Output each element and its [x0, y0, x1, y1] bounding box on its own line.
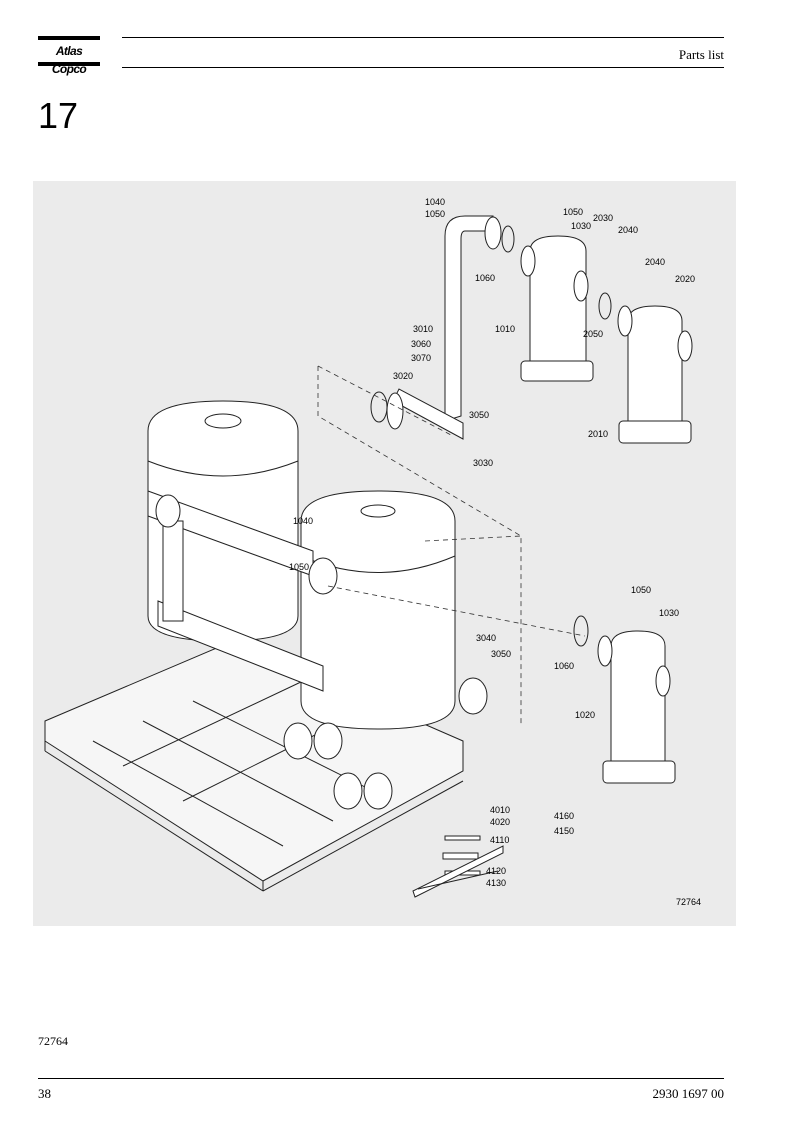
header-rule-bottom	[122, 67, 724, 68]
figure-id-label: 72764	[676, 897, 701, 907]
callout: 1040	[425, 197, 445, 207]
exploded-parts-drawing: 1040 1050 1060 1050 1030 2030 2040 2040 …	[33, 181, 736, 926]
page-number: 38	[38, 1086, 51, 1101]
callout: 4010	[490, 805, 510, 815]
callout: 3060	[411, 339, 431, 349]
callout: 3070	[411, 353, 431, 363]
callout: 2020	[675, 274, 695, 284]
callout: 4160	[554, 811, 574, 821]
callout: 3020	[393, 371, 413, 381]
callout: 4110	[490, 835, 509, 845]
callout: 1060	[554, 661, 574, 671]
vessel-front	[300, 490, 456, 730]
callout: 1030	[659, 608, 679, 618]
filter-1020	[610, 630, 666, 762]
callout: 2030	[593, 213, 613, 223]
pipe-mid	[162, 520, 184, 622]
drawing-svg: 1040 1050 1060 1050 1030 2030 2040 2040 …	[44, 197, 701, 907]
callout: 3040	[476, 633, 496, 643]
filter-2010	[627, 305, 683, 422]
document-number: 2930 1697 00	[652, 1086, 725, 1101]
callout: 2050	[583, 329, 603, 339]
callout: 1030	[571, 221, 591, 231]
callout: 1010	[495, 324, 515, 334]
section-title: Parts list	[678, 47, 724, 62]
callout: 4150	[554, 826, 574, 836]
callout: 3030	[473, 458, 493, 468]
callout: 1050	[631, 585, 651, 595]
callout: 2040	[618, 225, 638, 235]
callout: 3050	[469, 410, 489, 420]
filter-1010	[529, 235, 587, 362]
callout: 2010	[588, 429, 608, 439]
callout: 1060	[475, 273, 495, 283]
callout: 2040	[645, 257, 665, 267]
callout: 3010	[413, 324, 433, 334]
drawing-id: 72764	[38, 1034, 68, 1048]
section-number: 17	[38, 95, 79, 136]
footer-rule	[38, 1078, 724, 1079]
callout: 1050	[289, 562, 309, 572]
logo-text: Atlas Copco	[51, 44, 87, 76]
callout: 1020	[575, 710, 595, 720]
callout: 1050	[425, 209, 445, 219]
callout: 1050	[563, 207, 583, 217]
pipe-3010	[444, 215, 494, 422]
logo-bar-bottom	[38, 62, 100, 66]
logo-bar-top	[38, 36, 100, 40]
callout: 4120	[486, 866, 506, 876]
callout: 4130	[486, 878, 506, 888]
callout: 4020	[490, 817, 510, 827]
callout: 3050	[491, 649, 511, 659]
header-rule-top	[122, 37, 724, 38]
atlas-copco-logo: Atlas Copco	[38, 36, 100, 76]
callout: 1040	[293, 516, 313, 526]
pipe-lower	[157, 600, 324, 692]
